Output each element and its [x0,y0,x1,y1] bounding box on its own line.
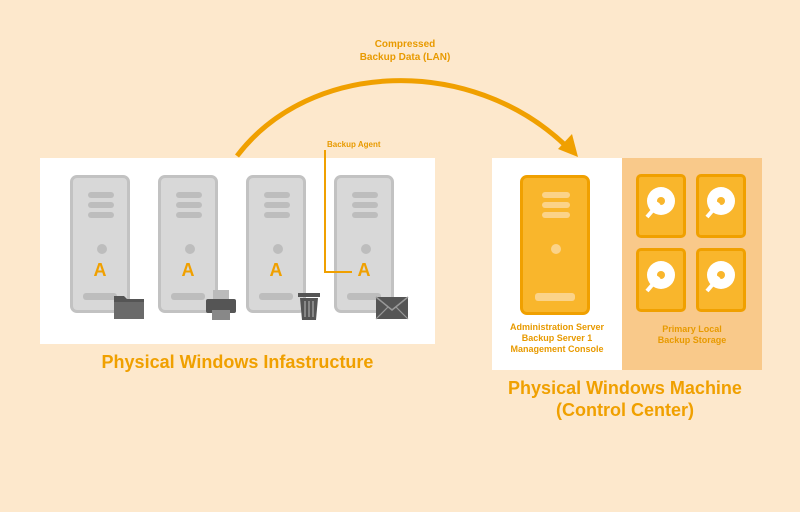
envelope-icon [375,296,409,320]
storage-label-line1: Primary Local [662,324,722,334]
client-server-1: A [70,175,130,313]
disk-icon [705,261,735,293]
arrow-label: Compressed Backup Data (LAN) [340,38,470,64]
storage-disk-4 [696,248,746,312]
arrow-label-line1: Compressed [374,39,436,50]
admin-server-label: Administration Server Backup Server 1 Ma… [492,322,622,355]
storage-disk-2 [696,174,746,238]
folder-icon [114,296,144,319]
admin-label-line1: Administration Server [509,322,605,332]
disk-icon [705,187,735,219]
control-title-line1: Physical Windows Machine [508,378,742,398]
control-title-line2: (Control Center) [556,400,694,420]
storage-label-line2: Backup Storage [657,335,727,345]
client-server-2: A [158,175,218,313]
client-server-3: A [246,175,306,313]
agent-marker: A [269,260,283,280]
storage-disk-3 [636,248,686,312]
control-center-title: Physical Windows Machine (Control Center… [480,377,770,421]
admin-label-line2: Backup Server 1 [521,333,593,343]
disk-icon [645,187,675,219]
backup-agent-label: Backup Agent [327,140,381,149]
agent-marker: A [357,260,371,280]
disk-icon [645,261,675,293]
storage-disk-1 [636,174,686,238]
administration-server [520,175,590,315]
client-server-4: A [334,175,394,313]
trash-icon [298,293,320,320]
arrow-head-icon [558,134,578,157]
storage-label: Primary Local Backup Storage [622,324,762,346]
infrastructure-title: Physical Windows Infastructure [101,352,374,372]
arrow-label-line2: Backup Data (LAN) [359,52,451,63]
printer-icon [206,290,236,320]
agent-marker: A [93,260,107,280]
agent-marker: A [181,260,195,280]
admin-label-line3: Management Console [510,344,604,354]
